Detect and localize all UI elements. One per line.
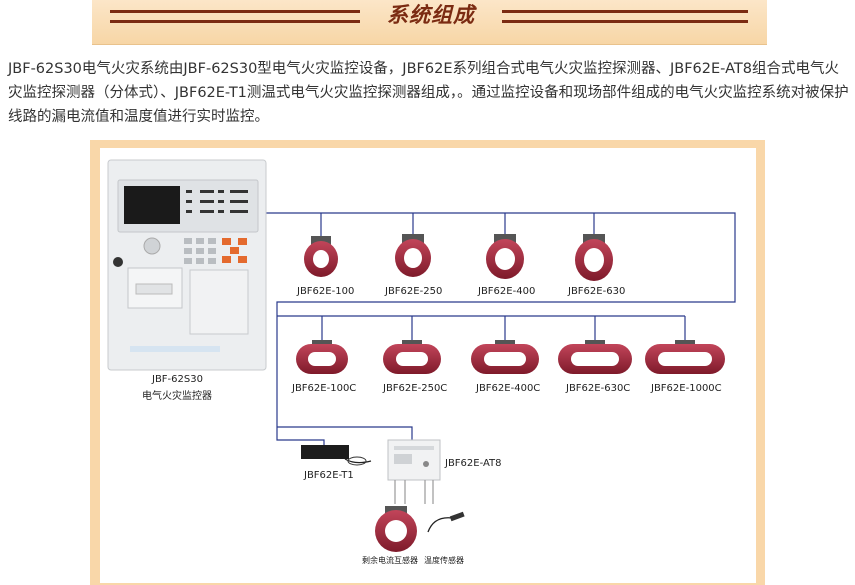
round-ct-label-2: JBF62E-400 bbox=[478, 286, 536, 297]
at8-label: JBF62E-AT8 bbox=[445, 458, 502, 469]
controller-name-label: 电气火灾监控器 bbox=[142, 391, 212, 402]
residual-ct bbox=[375, 506, 417, 552]
round-ct-100 bbox=[304, 236, 338, 277]
residual-ct-label: 剩余电流互感器 bbox=[362, 556, 418, 565]
oval-ct-label-4: JBF62E-1000C bbox=[651, 383, 722, 394]
oval-ct-100c bbox=[296, 340, 348, 374]
t1-label: JBF62E-T1 bbox=[304, 470, 354, 481]
round-ct-row bbox=[304, 234, 613, 281]
at8-detector bbox=[387, 439, 441, 504]
round-ct-250 bbox=[395, 234, 431, 277]
title-banner: 系统组成 bbox=[92, 0, 767, 45]
banner-rule-left bbox=[110, 10, 360, 23]
intro-paragraph: JBF-62S30电气火灾系统由JBF-62S30型电气火灾监控设备，JBF62… bbox=[8, 61, 849, 125]
round-ct-label-0: JBF62E-100 bbox=[297, 286, 355, 297]
t1-detector bbox=[301, 445, 372, 466]
oval-ct-250c bbox=[383, 340, 441, 374]
controller-cabinet bbox=[107, 159, 267, 371]
section-title: 系统组成 bbox=[387, 2, 475, 27]
banner-rule-right bbox=[502, 10, 748, 23]
temperature-probe bbox=[427, 511, 465, 533]
oval-ct-630c bbox=[558, 340, 632, 374]
oval-ct-label-1: JBF62E-250C bbox=[383, 383, 448, 394]
oval-ct-1000c bbox=[645, 340, 725, 374]
oval-ct-label-0: JBF62E-100C bbox=[292, 383, 357, 394]
round-ct-400 bbox=[486, 234, 524, 279]
oval-ct-400c bbox=[471, 340, 539, 374]
round-ct-630 bbox=[575, 234, 613, 281]
wiring bbox=[266, 212, 736, 447]
oval-ct-row bbox=[296, 340, 725, 374]
round-ct-label-3: JBF62E-630 bbox=[568, 286, 626, 297]
oval-ct-label-2: JBF62E-400C bbox=[476, 383, 541, 394]
oval-ct-label-3: JBF62E-630C bbox=[566, 383, 631, 394]
controller-screen bbox=[124, 186, 180, 224]
round-ct-label-1: JBF62E-250 bbox=[385, 286, 443, 297]
controller-model-label: JBF-62S30 bbox=[152, 374, 203, 385]
temp-sensor-label: 温度传感器 bbox=[424, 556, 464, 565]
